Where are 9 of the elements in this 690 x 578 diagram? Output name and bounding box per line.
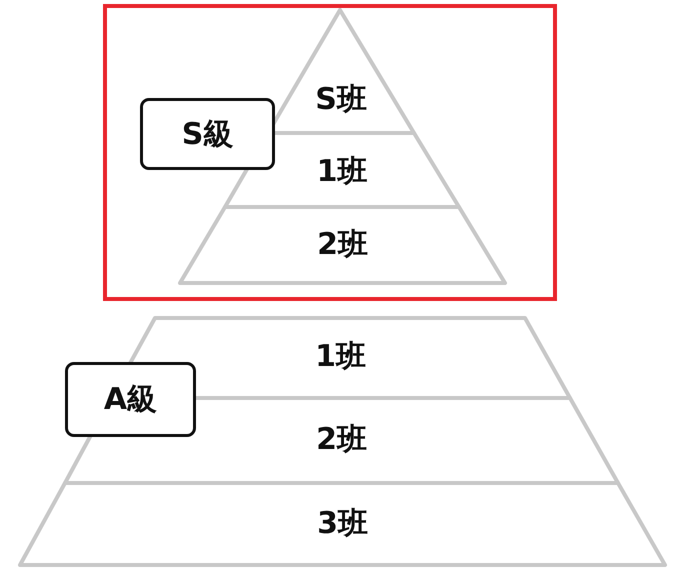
highlight-frame — [103, 4, 557, 301]
band-label: 2班 — [315, 422, 368, 458]
level-tag: A級 — [65, 362, 196, 437]
level-tag: S級 — [140, 98, 275, 170]
band-label: 3班 — [316, 506, 369, 542]
band-label: 2班 — [316, 227, 369, 263]
band-label: 1班 — [314, 339, 367, 375]
band-label: 1班 — [316, 154, 368, 190]
band-label: S班 — [314, 82, 368, 118]
